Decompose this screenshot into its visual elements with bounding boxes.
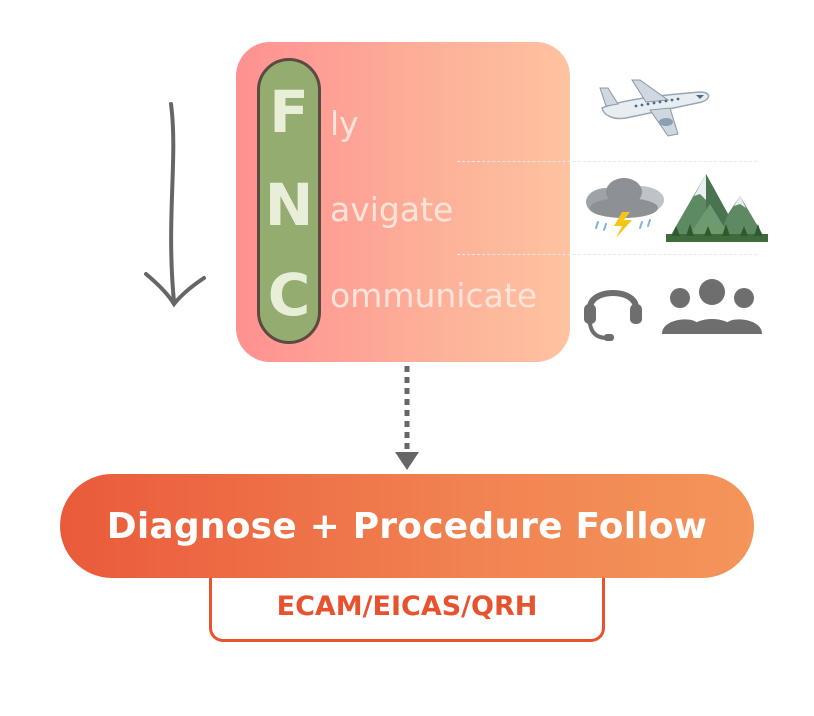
sequence-down-arrow xyxy=(144,102,206,308)
communicate-label: ommunicate xyxy=(330,276,538,315)
storm-cloud-icon xyxy=(586,178,664,238)
connector-arrow xyxy=(395,366,419,470)
fly-label: ly xyxy=(330,104,359,143)
fly-initial: F xyxy=(269,78,309,146)
navigate-label: avigate xyxy=(330,190,454,229)
row-divider xyxy=(457,161,757,162)
diagnose-procedure-banner: Diagnose + Procedure Follow xyxy=(60,474,754,578)
navigate-initial: N xyxy=(264,171,314,239)
headset-icon xyxy=(584,290,642,341)
mountains-icon xyxy=(666,174,768,242)
communicate-initial: C xyxy=(267,261,311,329)
checklist-reference-label: ECAM/EICAS/QRH xyxy=(276,591,538,622)
row-divider xyxy=(457,254,757,255)
airplane-icon xyxy=(599,79,710,137)
diagnose-procedure-label: Diagnose + Procedure Follow xyxy=(106,505,708,547)
fnc-initials-pill xyxy=(257,58,321,344)
checklist-reference-box: ECAM/EICAS/QRH xyxy=(209,568,605,642)
group-icon xyxy=(662,279,762,334)
